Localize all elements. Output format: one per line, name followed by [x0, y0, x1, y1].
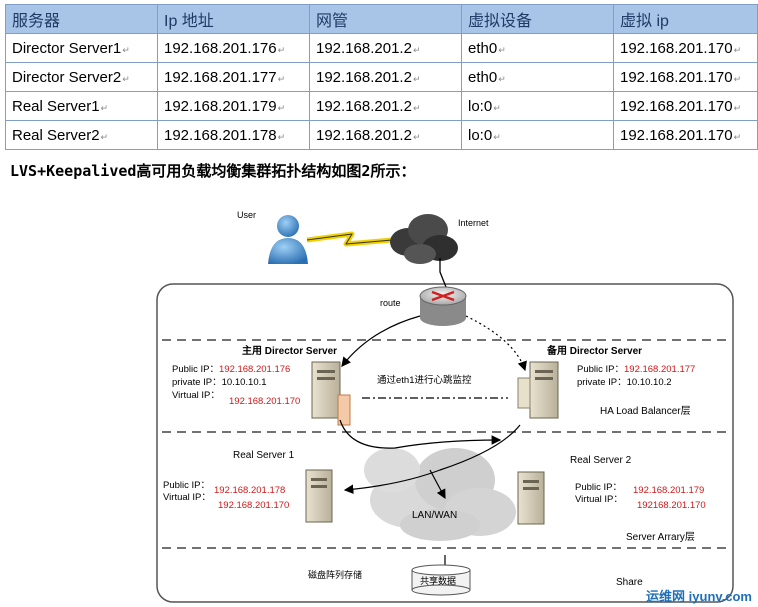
backup-private-ip: 10.10.10.2 [627, 377, 672, 388]
table-cell: Real Server2↵ [5, 120, 158, 150]
lan-wan-cloud-icon [364, 448, 516, 541]
shared-storage-icon [411, 564, 471, 596]
master-virtual-ip: 192.168.201.170 [229, 396, 300, 407]
real1-public-ip: 192.168.201.178 [214, 485, 285, 496]
backup-private-key: private IP： [577, 377, 627, 388]
header-cell: 虚拟设备 [461, 4, 614, 34]
table-cell: Real Server1↵ [5, 91, 158, 121]
real-server-2-icon [517, 471, 545, 525]
table-cell: 192.168.201.179↵ [157, 91, 310, 121]
real1-virtual-ip: 192.168.201.170 [218, 500, 289, 511]
server-array-layer-label: Server Arrary层 [626, 531, 695, 543]
user-label: User [237, 210, 256, 220]
heartbeat-label: 通过eth1进行心跳监控 [377, 374, 472, 386]
table-header-row: 服务器 Ip 地址 网管 虚拟设备 虚拟 ip [5, 4, 758, 34]
master-virtual-key: Virtual IP： [172, 390, 220, 401]
header-cell: 虚拟 ip [613, 4, 758, 34]
cluster-frame [156, 283, 734, 603]
table-row: Director Server2↵ 192.168.201.177↵ 192.1… [5, 62, 758, 92]
table-cell: 192.168.201.170↵ [613, 120, 758, 150]
real-server-1-icon [305, 469, 333, 523]
svg-text:Public IP：192.168.201.176: Public IP：192.168.201.176 [172, 364, 290, 375]
table-row: Real Server1↵ 192.168.201.179↵ 192.168.2… [5, 91, 758, 121]
backup-public-ip: 192.168.201.177 [624, 364, 695, 375]
table-cell: lo:0↵ [461, 120, 614, 150]
real1-virtual-key: Virtual IP： [163, 492, 211, 503]
table-cell: 192.168.201.2↵ [309, 91, 462, 121]
ha-layer-label: HA Load Balancer层 [600, 405, 691, 417]
table-cell: 192.168.201.178↵ [157, 120, 310, 150]
lan-wan-label: LAN/WAN [412, 510, 457, 521]
backup-public-key: Public IP： [577, 364, 624, 375]
router-icon [419, 286, 467, 326]
real2-virtual-ip: 192168.201.170 [637, 500, 706, 511]
real2-role-label: Real Server 2 [570, 455, 632, 466]
master-role-label: 主用 Director Server [242, 344, 337, 357]
master-private-ip: 10.10.10.1 [222, 377, 267, 388]
real1-public-key: Public IP： [163, 480, 210, 491]
user-icon [268, 215, 308, 264]
server-table: 服务器 Ip 地址 网管 虚拟设备 虚拟 ip Director Server1… [5, 4, 758, 150]
master-private-key: private IP： [172, 377, 222, 388]
real1-role-label: Real Server 1 [233, 450, 295, 461]
storage-layer-label: 磁盘阵列存储 [308, 569, 362, 580]
table-row: Director Server1↵ 192.168.201.176↵ 192.1… [5, 33, 758, 63]
table-cell: 192.168.201.2↵ [309, 62, 462, 92]
master-public-key: Public IP： [172, 364, 219, 375]
master-director-server-icon [311, 361, 351, 426]
shared-data-label: 共享数据 [420, 575, 456, 586]
table-cell: lo:0↵ [461, 91, 614, 121]
master-public-ip: 192.168.201.176 [219, 364, 290, 375]
header-cell: 服务器 [5, 4, 158, 34]
table-cell: Director Server2↵ [5, 62, 158, 92]
real2-virtual-key: Virtual IP： [575, 494, 623, 505]
internet-cloud-icon [390, 214, 458, 264]
backup-director-server-icon [517, 361, 559, 419]
svg-text:private IP：10.10.10.1: private IP：10.10.10.1 [172, 377, 267, 388]
table-cell: 192.168.201.176↵ [157, 33, 310, 63]
shared-layer-label: Share [616, 577, 643, 588]
internet-label: Internet [458, 218, 489, 228]
watermark: 运维网 iyunv.com [646, 589, 752, 604]
diagram-caption: LVS+Keepalived高可用负载均衡集群拓扑结构如图2所示： [10, 162, 416, 180]
backup-role-label: 备用 Director Server [546, 344, 642, 357]
real2-public-key: Public IP： [575, 482, 622, 493]
table-cell: eth0↵ [461, 62, 614, 92]
table-cell: 192.168.201.2↵ [309, 120, 462, 150]
svg-text:Public IP：192.168.201.177: Public IP：192.168.201.177 [577, 364, 695, 375]
svg-text:private IP：10.10.10.2: private IP：10.10.10.2 [577, 377, 672, 388]
real2-public-ip: 192.168.201.179 [633, 485, 704, 496]
table-cell: 192.168.201.2↵ [309, 33, 462, 63]
route-label: route [380, 298, 401, 308]
table-row: Real Server2↵ 192.168.201.178↵ 192.168.2… [5, 120, 758, 150]
